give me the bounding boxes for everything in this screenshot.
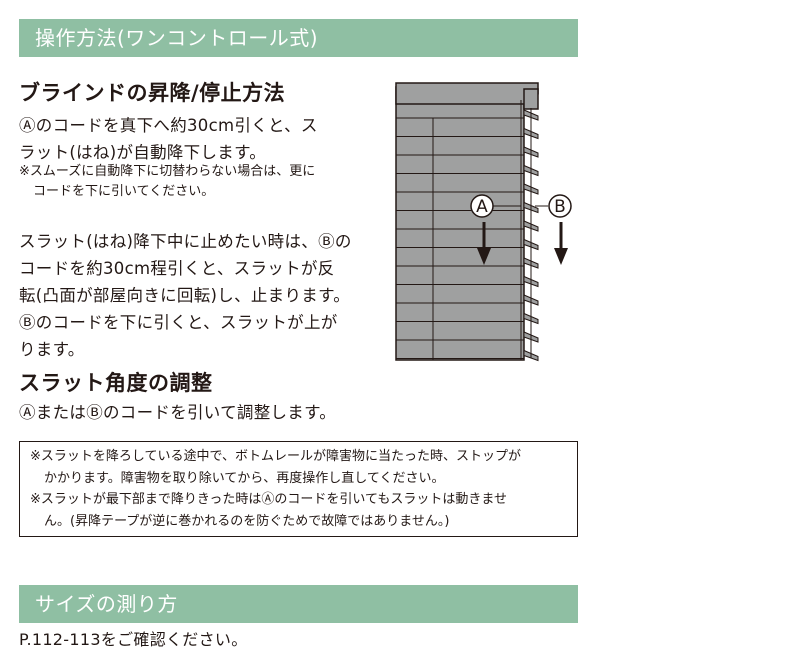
text-line: コードを約30cm程引くと、スラットが反 xyxy=(19,259,335,278)
head-rail-end xyxy=(523,88,539,110)
label-b: B xyxy=(554,197,566,217)
blind-slats xyxy=(395,82,539,362)
text-line: 転(凸面が部屋向きに回転)し、止まります。 xyxy=(19,286,351,305)
note-line: コードを下に引いてください。 xyxy=(33,184,215,199)
section-title: サイズの測り方 xyxy=(35,592,178,616)
notice-line: ※スラットを降ろしている途中で、ボトムレールが障害物に当たった時、ストップが xyxy=(30,449,521,464)
text-line: Ⓐのコードを真下へ約30cm引くと、ス xyxy=(19,116,318,135)
notice-box: ※スラットを降ろしている途中で、ボトムレールが障害物に当たった時、ストップが か… xyxy=(19,441,578,537)
label-a: A xyxy=(476,197,488,217)
note-auto-lower: ※スムーズに自動降下に切替わらない場合は、更に コードを下に引いてください。 xyxy=(19,162,315,202)
head-rail xyxy=(395,82,539,105)
section-header-size: サイズの測り方 xyxy=(19,585,578,623)
label-b-circle xyxy=(548,194,572,218)
size-reference-text: P.112-113をご確認ください。 xyxy=(19,630,248,649)
paragraph-stop: スラット(はね)降下中に止めたい時は、Ⓑの コードを約30cm程引くと、スラット… xyxy=(19,228,352,363)
paragraph-raise-lower: Ⓐのコードを真下へ約30cm引くと、ス ラット(はね)が自動降下します。 xyxy=(19,112,318,166)
arrow-a-head xyxy=(477,248,491,265)
notice-line: ※スラットが最下部まで降りきった時はⒶのコードを引いてもスラットは動きませ xyxy=(30,492,507,507)
blind-body xyxy=(395,86,525,361)
heading-raise-lower: ブラインドの昇降/停止方法 xyxy=(19,81,286,105)
section-title: 操作方法(ワンコントロール式) xyxy=(35,26,319,50)
text-line: Ⓑのコードを下に引くと、スラットが上が xyxy=(19,313,338,332)
paragraph-slat-angle: ⒶまたはⒷのコードを引いて調整します。 xyxy=(19,403,337,422)
heading-slat-angle: スラット角度の調整 xyxy=(19,371,213,395)
text-line: スラット(はね)降下中に止めたい時は、Ⓑの xyxy=(19,232,352,251)
notice-line: かかります。障害物を取り除いてから、再度操作し直してください。 xyxy=(44,470,445,486)
notice-line: ん。(昇降テープが逆に巻かれるのを防ぐためで故障ではありません。) xyxy=(44,513,450,529)
note-line: ※スムーズに自動降下に切替わらない場合は、更に xyxy=(19,164,316,179)
section-header-operation: 操作方法(ワンコントロール式) xyxy=(19,19,578,57)
label-a-circle xyxy=(470,194,494,218)
arrow-b-head xyxy=(554,248,568,265)
text-line: ラット(はね)が自動降下します。 xyxy=(19,143,267,162)
text-line: ります。 xyxy=(19,340,85,359)
